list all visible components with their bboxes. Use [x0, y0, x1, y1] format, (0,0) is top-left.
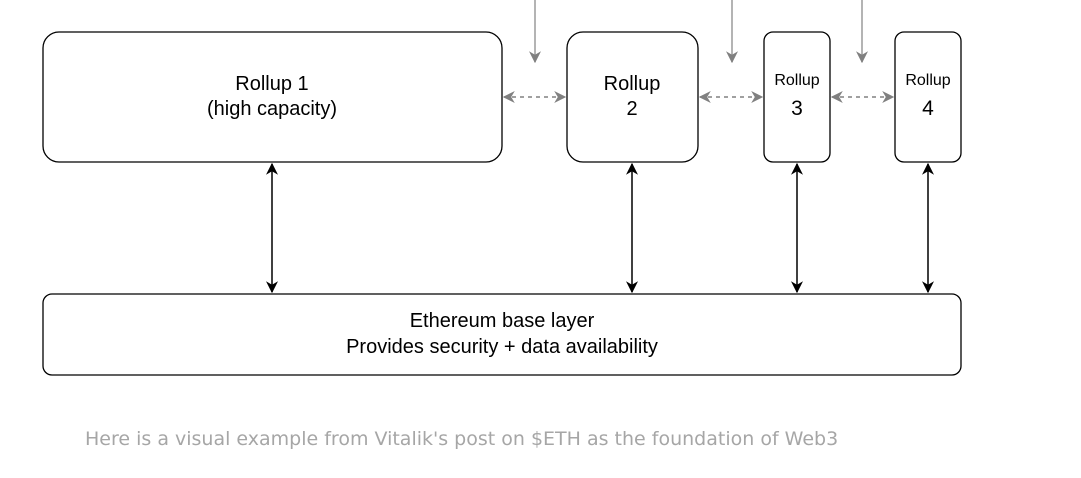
rollup-1-node: Rollup 1 (high capacity)	[42, 31, 503, 163]
rollup-2-box	[566, 31, 699, 163]
rollup-3-label: Rollup	[774, 72, 819, 89]
rollup-2-label: Rollup	[604, 73, 661, 95]
rollup-4-box	[894, 31, 962, 163]
rollup-2-number: 2	[626, 98, 637, 120]
rollup-diagram: Rollup 1 (high capacity) Rollup 2 Rollup…	[42, 0, 962, 376]
rollup-3-number: 3	[791, 97, 803, 120]
base-layer-title: Ethereum base layer	[410, 310, 595, 332]
rollup-4-number: 4	[922, 97, 934, 120]
rollup-3-node: Rollup 3	[763, 31, 831, 163]
rollup-4-label: Rollup	[905, 72, 950, 89]
rollup-1-box	[42, 31, 503, 163]
rollup-4-node: Rollup 4	[894, 31, 962, 163]
image-caption: Here is a visual example from Vitalik's …	[85, 428, 839, 450]
base-layer-box	[42, 293, 962, 376]
rollup-2-node: Rollup 2	[566, 31, 699, 163]
base-layer-node: Ethereum base layer Provides security + …	[42, 293, 962, 376]
rollup-3-box	[763, 31, 831, 163]
base-links	[266, 162, 934, 294]
base-layer-description: Provides security + data availability	[346, 336, 658, 358]
rollup-1-label: Rollup 1	[235, 73, 308, 95]
rollup-1-sublabel: (high capacity)	[207, 98, 337, 120]
incoming-arrows	[529, 0, 868, 64]
